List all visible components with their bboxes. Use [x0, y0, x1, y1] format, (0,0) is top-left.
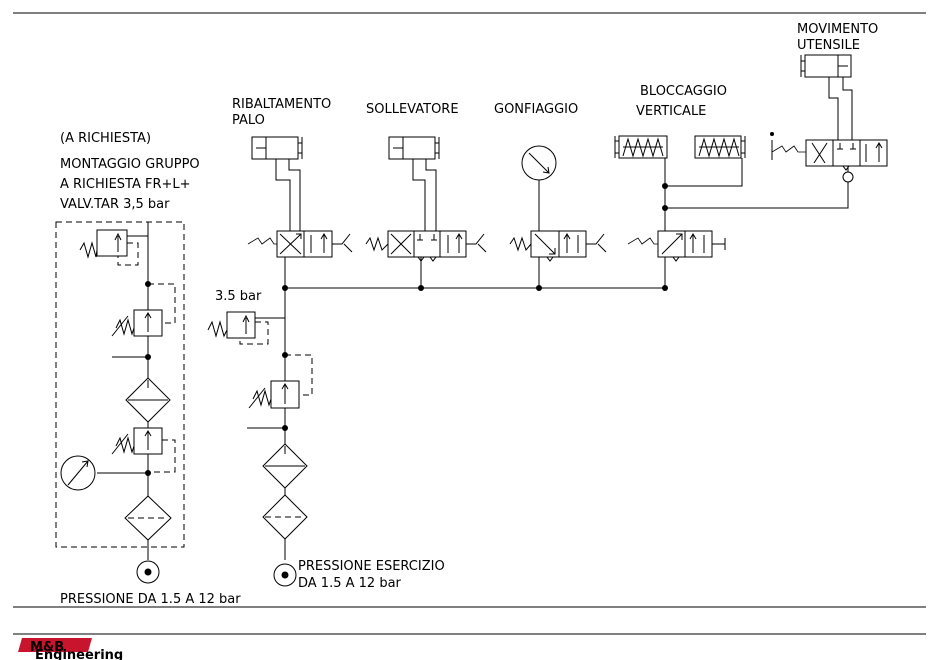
optional-label: (A RICHIESTA) — [60, 131, 151, 146]
optional-frl-group: (A RICHIESTA) MONTAGGIO GRUPPO A RICHIES… — [56, 131, 241, 607]
relief-valve-3-5-bar — [208, 312, 285, 344]
locking-label-line2: VERTICALE — [636, 104, 706, 119]
main-supply-group: 3.5 bar — [208, 257, 665, 591]
tool-label-line2: UTENSILE — [797, 38, 860, 53]
lifter-circuit: SOLLEVATORE — [366, 102, 486, 288]
logo-subtitle: Engineering — [35, 648, 123, 660]
pressure-main-label-line2: DA 1.5 A 12 bar — [298, 576, 402, 591]
lubricator-left — [126, 378, 170, 422]
locking-circuit: BLOCCAGGIO VERTICALE — [615, 84, 848, 291]
air-supply-port-main — [274, 564, 296, 586]
optional-group-frame — [56, 222, 184, 547]
lifter-label: SOLLEVATORE — [366, 102, 459, 117]
check-valve — [843, 172, 853, 182]
inflation-label: GONFIAGGIO — [494, 102, 578, 117]
group-label-line2: A RICHIESTA FR+L+ — [60, 177, 191, 192]
tipping-label-line1: RIBALTAMENTO — [232, 97, 331, 112]
lifter-valve — [366, 231, 486, 261]
inflation-valve — [510, 231, 606, 261]
tool-movement-circuit: MOVIMENTO UTENSILE — [770, 22, 887, 182]
pressure-regulator-left-1 — [112, 310, 162, 336]
company-logo: M&B Engineering — [18, 638, 123, 660]
inflation-gauge — [522, 146, 556, 180]
filter-main — [263, 495, 307, 539]
locking-cylinder-1 — [615, 136, 667, 158]
tipping-label-line2: PALO — [232, 113, 265, 128]
regulator-setting-label: 3.5 bar — [215, 289, 262, 304]
pressure-main-label-line1: PRESSIONE ESERCIZIO — [298, 559, 445, 574]
group-label-line1: MONTAGGIO GRUPPO — [60, 157, 200, 172]
lubricator-main — [263, 444, 307, 488]
group-label-line3: VALV.TAR 3,5 bar — [60, 197, 170, 212]
pressure-regulator-main — [249, 381, 299, 408]
inflation-circuit: GONFIAGGIO — [494, 102, 606, 288]
tipping-valve — [248, 231, 352, 257]
tool-cylinder — [801, 55, 851, 77]
tipping-cylinder — [252, 137, 302, 159]
lifter-cylinder — [389, 137, 439, 159]
air-supply-port-left — [137, 561, 159, 583]
tool-valve — [770, 132, 887, 170]
pressure-gauge-left — [61, 456, 95, 490]
filter-left — [125, 496, 171, 540]
tool-label-line1: MOVIMENTO — [797, 22, 878, 37]
relief-valve-left — [80, 230, 148, 265]
locking-cylinder-2 — [695, 136, 745, 158]
locking-label-line1: BLOCCAGGIO — [640, 84, 727, 99]
locking-valve — [628, 231, 725, 261]
pressure-regulator-left-2 — [112, 428, 175, 472]
tipping-circuit: RIBALTAMENTO PALO — [232, 97, 352, 257]
pressure-left-label: PRESSIONE DA 1.5 A 12 bar — [60, 592, 241, 607]
